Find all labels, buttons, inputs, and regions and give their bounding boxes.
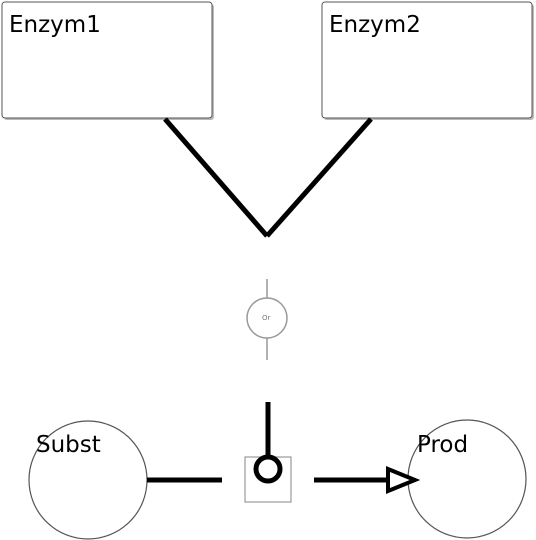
arrowhead-icon bbox=[386, 466, 421, 494]
enzym2-node[interactable] bbox=[321, 1, 534, 120]
catalysis-circle bbox=[253, 454, 283, 484]
enzym1-label: Enzym1 bbox=[9, 12, 101, 38]
or-operator-label: Or bbox=[262, 314, 271, 322]
edge-enzym1-to-or bbox=[163, 117, 269, 238]
edge-enzym2-to-or bbox=[265, 117, 373, 238]
enzym1-node[interactable] bbox=[1, 1, 214, 120]
enzym2-label: Enzym2 bbox=[329, 12, 421, 38]
subst-label: Subst bbox=[36, 432, 101, 458]
prod-label: Prod bbox=[417, 432, 469, 458]
